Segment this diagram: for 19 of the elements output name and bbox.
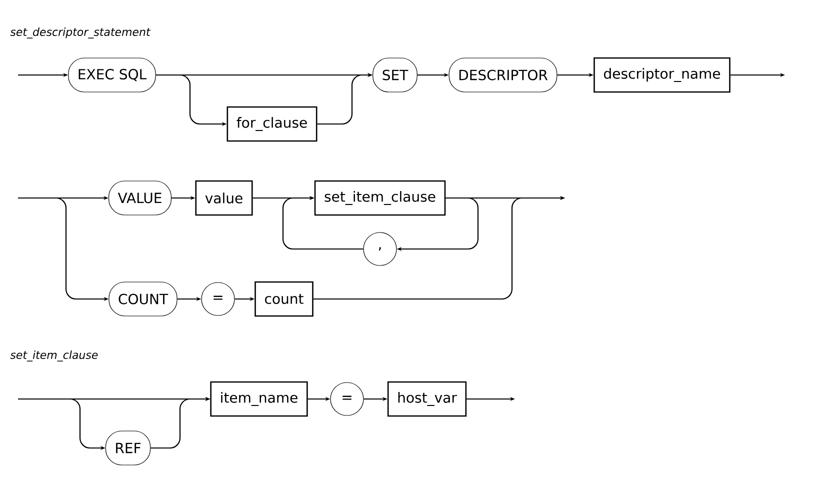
keyword-terminal: REF (105, 430, 151, 466)
nonterminal-box: host_var (387, 381, 467, 417)
nonterminal-box: descriptor_name (594, 57, 730, 93)
keyword-terminal: SET (372, 58, 418, 92)
symbol-terminal: , (363, 232, 397, 266)
keyword-terminal: COUNT (108, 282, 178, 316)
keyword-terminal: EXEC SQL (68, 58, 156, 92)
arrow (282, 196, 364, 250)
nonterminal-box: value (195, 180, 253, 216)
syntax-rule-heading: set_descriptor_statement (10, 28, 151, 38)
nonterminal-box: set_item_clause (314, 180, 446, 216)
keyword-terminal: DESCRIPTOR (448, 58, 558, 92)
keyword-terminal: VALUE (108, 180, 172, 216)
nonterminal-box: for_clause (226, 106, 318, 142)
nonterminal-box: item_name (210, 381, 308, 417)
symbol-terminal: = (330, 382, 364, 416)
nonterminal-box: count (254, 281, 314, 317)
symbol-terminal: = (201, 282, 235, 316)
syntax-rule-heading: set_item_clause (10, 350, 98, 362)
